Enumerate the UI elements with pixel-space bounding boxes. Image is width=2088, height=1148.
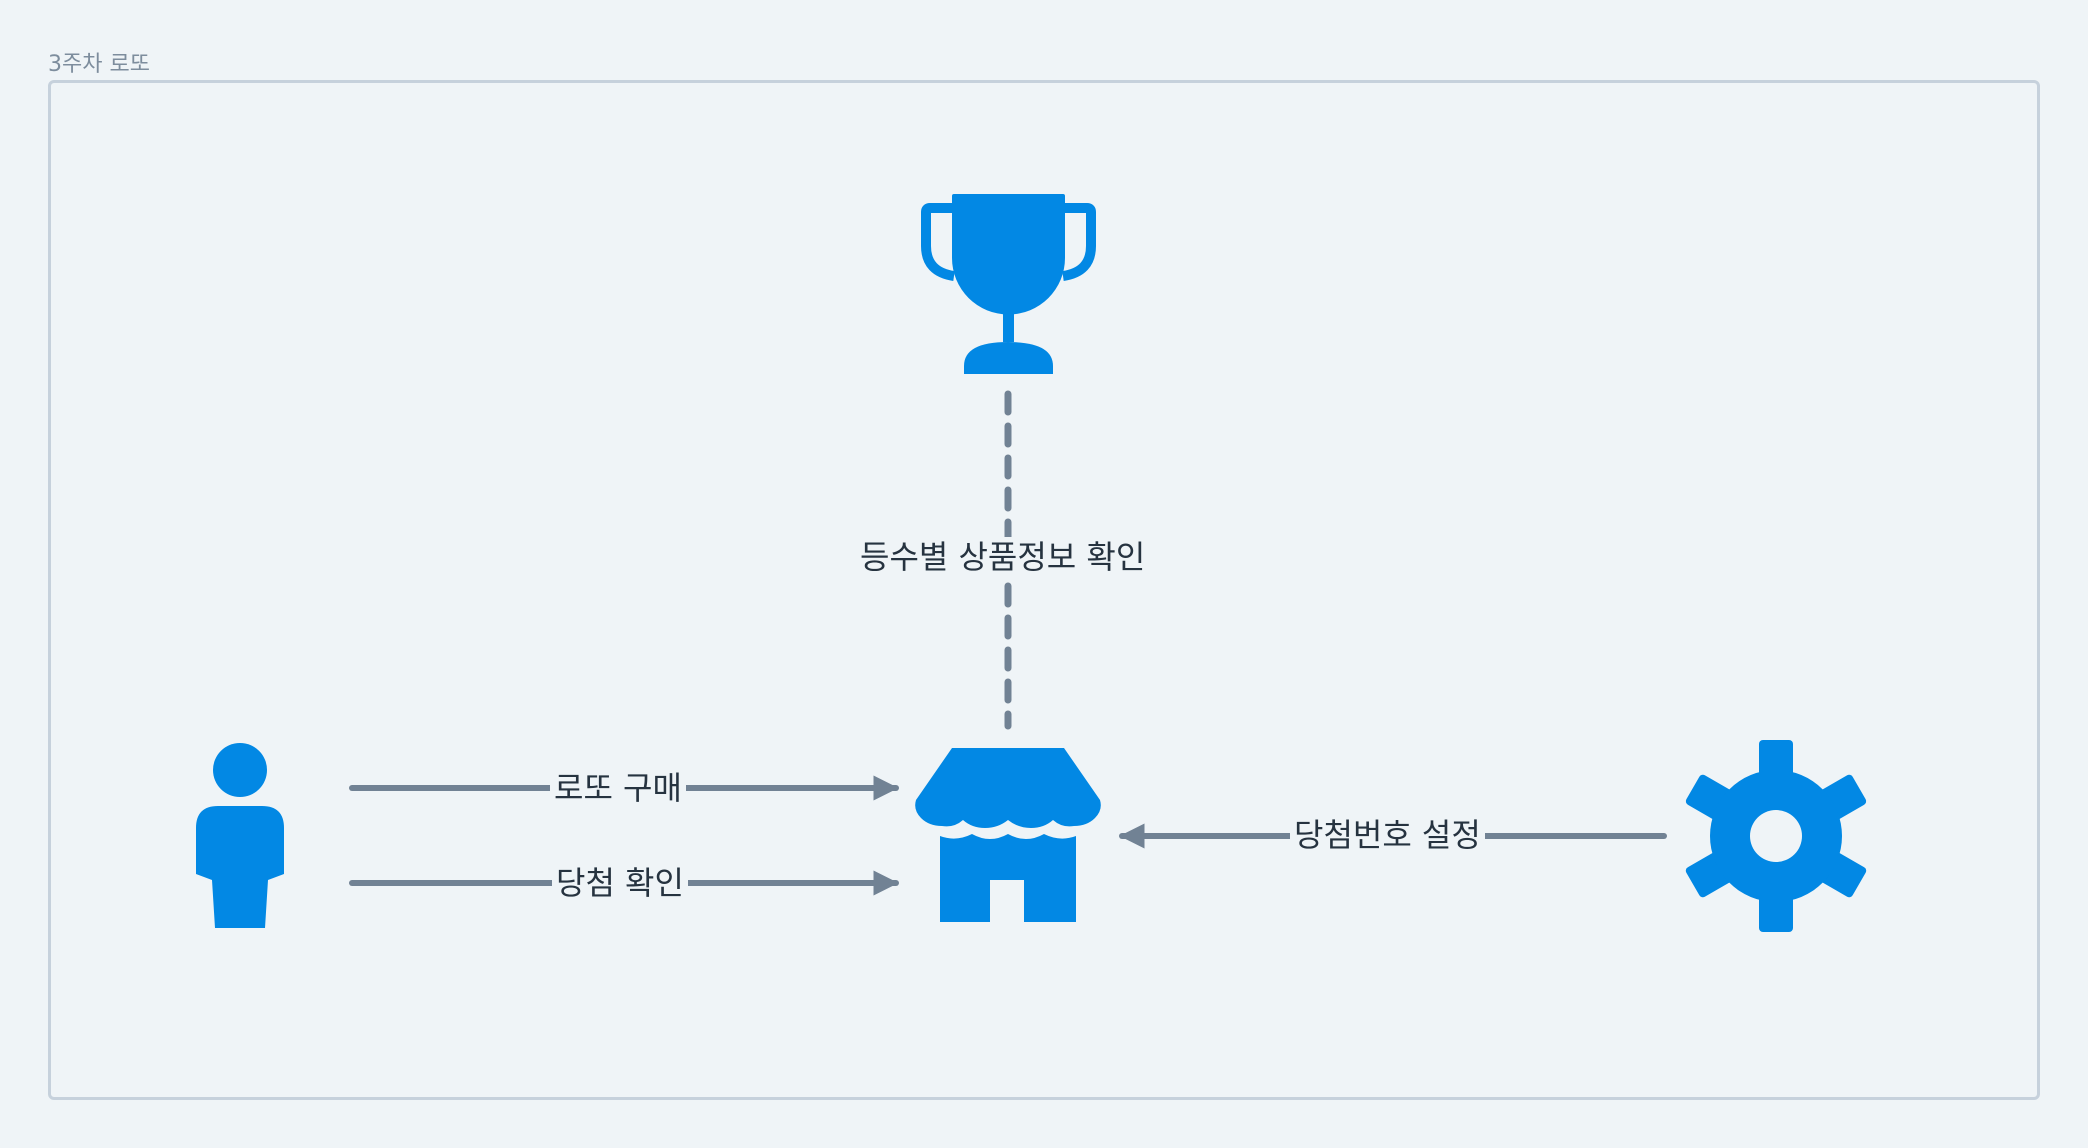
gear-icon[interactable]: [1684, 740, 1867, 932]
edge-prize-info-label: 등수별 상품정보 확인: [856, 537, 1150, 577]
frame-container: [48, 80, 2040, 1100]
store-icon[interactable]: [915, 748, 1101, 922]
frame-title: 3주차 로또: [48, 52, 150, 77]
trophy-icon[interactable]: [921, 194, 1096, 374]
person-icon[interactable]: [196, 743, 284, 928]
edge-set-numbers-label: 당첨번호 설정: [1290, 815, 1485, 855]
edge-check-win-label: 당첨 확인: [552, 863, 688, 903]
edge-buy-label: 로또 구매: [550, 768, 686, 808]
